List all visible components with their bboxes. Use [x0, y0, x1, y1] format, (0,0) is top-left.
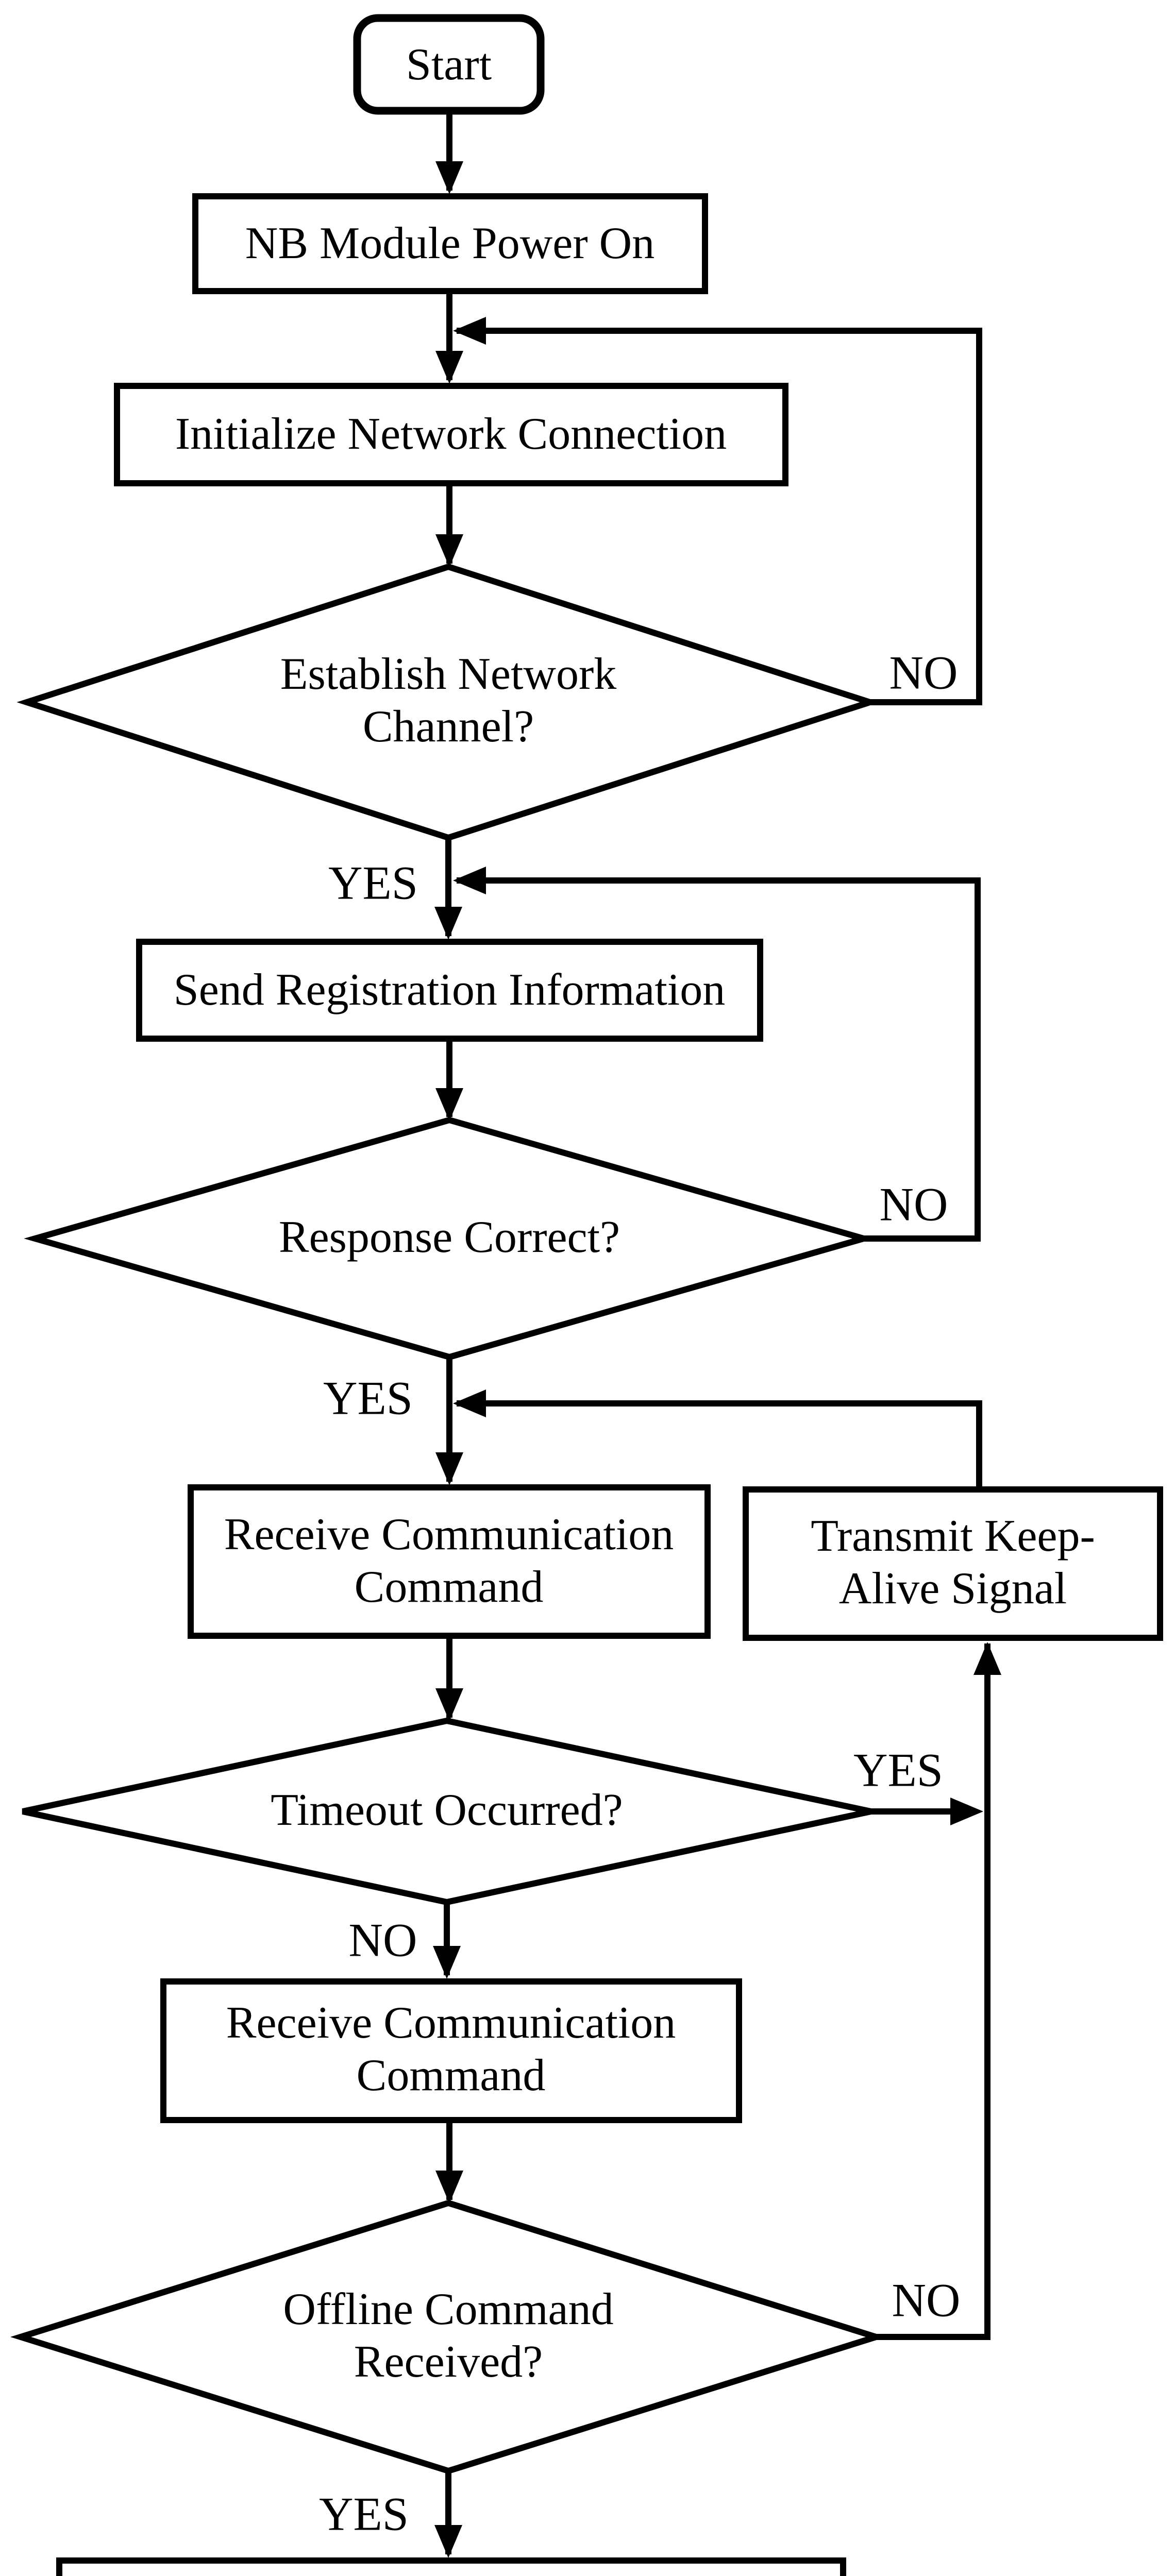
- node-label-receive-command-2: Receive Communication Command: [226, 1997, 676, 2100]
- arrowhead-into-init: [435, 351, 463, 384]
- edge-label-response-yes: YES: [323, 1371, 413, 1425]
- node-label-power-on: NB Module Power On: [245, 218, 655, 268]
- node-label-response-correct: Response Correct?: [278, 1212, 620, 1262]
- arrowhead-response-no-join: [453, 867, 486, 894]
- start-terminator-shape: [353, 14, 545, 115]
- connector-keepalive-loop: [457, 1400, 982, 1487]
- power-on-process-shape: [192, 193, 708, 294]
- receive-command-2-process-shape: [160, 1978, 742, 2123]
- arrowhead-establish-no-join: [453, 317, 486, 345]
- arrowhead-into-establish: [435, 534, 463, 567]
- arrowhead-into-keepalive: [973, 1642, 1001, 1675]
- edge-label-response-no: NO: [879, 1178, 948, 1231]
- connector-establish-no-loop: [457, 328, 982, 705]
- edge-label-timeout-no: NO: [348, 1913, 417, 1967]
- arrowhead-into-send: [434, 907, 462, 940]
- node-label-offline-received: Offline Command Received?: [283, 2284, 614, 2387]
- edge-label-establish-no: NO: [889, 646, 958, 699]
- node-label-receive-command-1: Receive Communication Command: [224, 1509, 674, 1612]
- node-label-timeout-occurred: Timeout Occurred?: [271, 1785, 623, 1835]
- init-network-process-shape: [114, 383, 788, 486]
- edge-label-establish-yes: YES: [328, 856, 418, 909]
- arrowhead-into-timeout: [435, 1688, 463, 1721]
- edge-label-offline-no: NO: [892, 2274, 961, 2327]
- arrowhead-into-disconnect: [434, 2525, 462, 2558]
- arrowhead-keepalive-join: [453, 1389, 486, 1417]
- establish-channel-decision-shape: [16, 563, 880, 841]
- arrowhead-into-response: [435, 1088, 463, 1121]
- edge-label-timeout-yes: YES: [853, 1743, 943, 1797]
- edge-label-offline-yes: YES: [319, 2487, 409, 2540]
- arrowhead-into-offline: [435, 2171, 463, 2204]
- offline-received-decision-shape: [10, 2199, 887, 2475]
- node-label-send-registration: Send Registration Information: [173, 964, 726, 1015]
- connector-offline-no-up: [876, 1643, 991, 2340]
- node-label-start: Start: [406, 39, 492, 90]
- disconnect-process-shape: [56, 2557, 846, 2576]
- node-label-init-network: Initialize Network Connection: [175, 409, 727, 459]
- node-label-establish-channel: Establish Network Channel?: [280, 649, 617, 752]
- arrowhead-into-power: [435, 161, 463, 194]
- arrowhead-into-receive1: [435, 1452, 463, 1485]
- arrowhead-into-receive2: [433, 1946, 461, 1979]
- receive-command-1-process-shape: [188, 1484, 711, 1639]
- arrowhead-timeout-yes: [950, 1798, 983, 1825]
- send-registration-process-shape: [136, 939, 763, 1042]
- transmit-keepalive-process-shape: [743, 1486, 1163, 1641]
- node-label-transmit-keepalive: Transmit Keep-Alive Signal: [811, 1511, 1095, 1614]
- connector-response-no-loop: [457, 877, 981, 1242]
